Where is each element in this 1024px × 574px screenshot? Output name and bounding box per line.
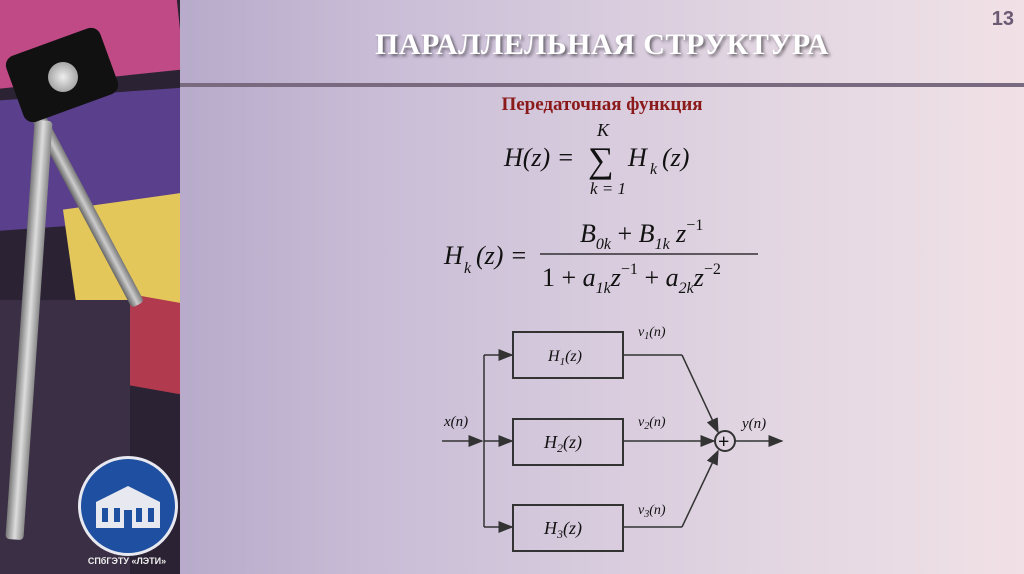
input-label: x(n)	[443, 414, 468, 430]
title-divider	[180, 83, 1024, 87]
formula2-lhs-sub: k	[464, 260, 472, 277]
formula1-upper: K	[596, 120, 610, 140]
block-h3	[512, 504, 624, 552]
formula2-lhs: H	[443, 241, 464, 270]
signal-v1-label: ν1(n)	[638, 325, 666, 342]
block-h2	[512, 418, 624, 466]
signal-v3-label: ν3(n)	[638, 503, 666, 520]
block-h2-label: H2(z)	[543, 432, 582, 455]
formula1-rhs-arg: (z)	[662, 143, 689, 172]
subtitle: Передаточная функция	[501, 94, 703, 115]
compass-screw	[48, 62, 78, 92]
signal-v2-label: ν2(n)	[638, 415, 666, 432]
formula-sum: H(z) = K ∑ k = 1 H k (z)	[503, 120, 689, 198]
building-icon	[96, 486, 160, 528]
sum-symbol: ∑	[588, 140, 614, 180]
block-h3-label: H3(z)	[543, 518, 582, 541]
branch-output-arrow	[681, 449, 719, 528]
svg-text:1 + a1kz−1 + a2kz−2: 1 + a1kz−1 + a2kz−2	[542, 261, 721, 297]
formula2-lhs-arg: (z) =	[476, 241, 527, 270]
branch-output-arrow	[681, 354, 719, 434]
output-label: y(n)	[740, 416, 766, 432]
slide-title: ПАРАЛЛЕЛЬНАЯ СТРУКТУРА	[374, 28, 830, 61]
formula-section: H k (z) = B0k + B1k z−1 1 + a1kz−1 + a2k…	[443, 217, 758, 297]
parallel-block-diagram: x(n) H1(z) H2(z) H3(z) ν1(n) ν2(n) ν3(n)…	[442, 325, 784, 552]
fraction-numerator: B0k + B1k z−1	[580, 217, 703, 253]
fraction-denominator: 1 + a1kz−1 + a2kz−2	[542, 261, 721, 297]
logo-caption: СПбГЭТУ «ЛЭТИ»	[87, 556, 167, 566]
summer-plus: +	[718, 431, 729, 453]
university-logo	[78, 456, 178, 556]
page-number: 13	[991, 8, 1014, 30]
formula1-lhs: H(z) =	[503, 143, 574, 172]
block-h1-label: H1(z)	[547, 348, 582, 368]
svg-text:B0k + B1k z−1: B0k + B1k z−1	[580, 217, 703, 253]
formula1-rhs: H	[627, 143, 648, 172]
formula1-lower: k = 1	[590, 179, 626, 198]
formula1-rhs-sub: k	[650, 161, 658, 178]
